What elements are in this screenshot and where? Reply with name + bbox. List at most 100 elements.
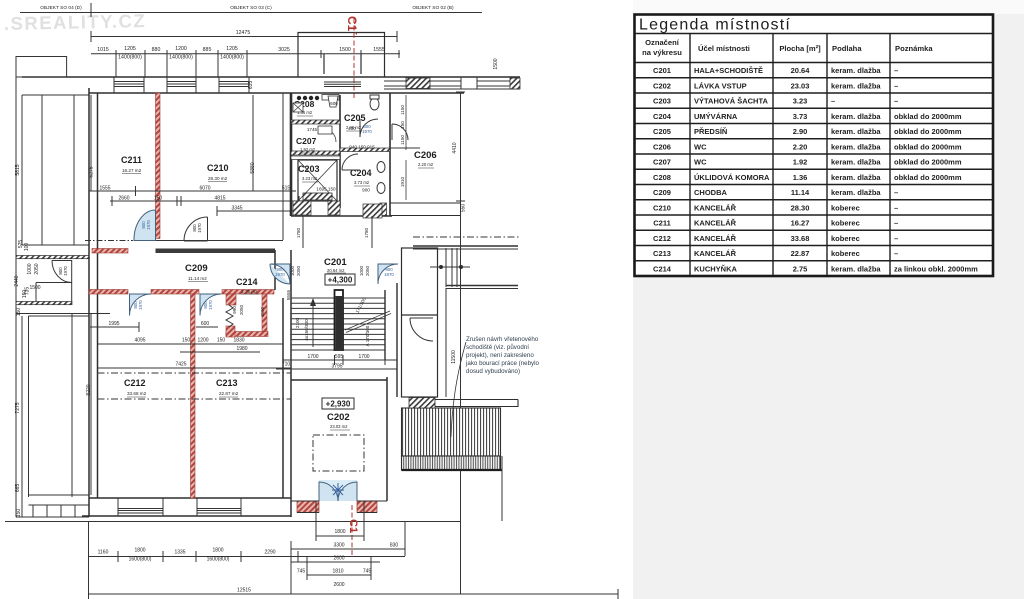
svg-text:keram. dlažba: keram. dlažba bbox=[831, 127, 881, 136]
svg-text:745: 745 bbox=[297, 569, 306, 575]
svg-text:C211: C211 bbox=[653, 219, 671, 228]
svg-text:600: 600 bbox=[201, 321, 210, 327]
svg-text:800: 800 bbox=[58, 267, 63, 275]
svg-text:595: 595 bbox=[335, 354, 344, 360]
svg-text:C205: C205 bbox=[344, 113, 366, 123]
svg-text:na výkresu: na výkresu bbox=[642, 48, 682, 57]
svg-text:2050: 2050 bbox=[239, 304, 244, 315]
svg-text:C202: C202 bbox=[327, 412, 350, 423]
svg-text:C206: C206 bbox=[414, 150, 437, 161]
svg-text:28.30: 28.30 bbox=[791, 203, 810, 212]
svg-text:OBJEKT SO 02 (B): OBJEKT SO 02 (B) bbox=[412, 5, 454, 11]
svg-text:900: 900 bbox=[276, 267, 284, 272]
svg-text:900: 900 bbox=[362, 188, 370, 193]
svg-text:za linkou obkl. 2000mm: za linkou obkl. 2000mm bbox=[894, 264, 978, 273]
svg-text:1400(800): 1400(800) bbox=[220, 55, 244, 61]
svg-text:11.14: 11.14 bbox=[791, 188, 810, 197]
svg-text:WC: WC bbox=[694, 158, 707, 167]
svg-text:2660: 2660 bbox=[118, 196, 129, 202]
svg-text:C207: C207 bbox=[653, 158, 671, 167]
svg-text:obklad do 2000mm: obklad do 2000mm bbox=[894, 127, 962, 136]
svg-text:20.64 m2: 20.64 m2 bbox=[327, 268, 345, 273]
svg-text:C203: C203 bbox=[298, 164, 320, 174]
svg-text:C205: C205 bbox=[653, 127, 671, 136]
svg-text:1780: 1780 bbox=[296, 227, 301, 238]
svg-text:550: 550 bbox=[461, 204, 467, 213]
svg-text:1500: 1500 bbox=[493, 58, 499, 69]
svg-text:800: 800 bbox=[203, 301, 208, 309]
svg-text:koberec: koberec bbox=[831, 234, 860, 243]
svg-text:–: – bbox=[894, 97, 898, 106]
svg-text:.SREALITY.CZ: .SREALITY.CZ bbox=[4, 10, 147, 34]
svg-text:3.73 m2: 3.73 m2 bbox=[354, 180, 370, 185]
svg-text:6070: 6070 bbox=[199, 186, 210, 192]
svg-text:5815: 5815 bbox=[15, 164, 21, 175]
svg-text:obklad do 2000mm: obklad do 2000mm bbox=[894, 112, 962, 121]
svg-text:2600: 2600 bbox=[333, 556, 344, 562]
svg-text:C201: C201 bbox=[653, 66, 671, 75]
svg-text:22.87: 22.87 bbox=[791, 249, 810, 258]
svg-text:2290: 2290 bbox=[264, 550, 275, 556]
svg-text:obklad do 2000mm: obklad do 2000mm bbox=[894, 173, 962, 182]
svg-text:C214: C214 bbox=[236, 277, 258, 287]
svg-text:C204: C204 bbox=[350, 168, 372, 178]
svg-text:C211: C211 bbox=[121, 155, 142, 165]
svg-text:600: 600 bbox=[330, 101, 338, 106]
svg-text:keram. dlažba: keram. dlažba bbox=[831, 66, 881, 75]
svg-text:2.75: 2.75 bbox=[793, 264, 808, 273]
svg-text:KUCHYŇKA: KUCHYŇKA bbox=[694, 264, 738, 273]
svg-text:1205: 1205 bbox=[226, 46, 238, 52]
svg-text:4x150/300: 4x150/300 bbox=[304, 319, 309, 341]
svg-text:1970: 1970 bbox=[384, 272, 394, 277]
svg-text:keram. dlažba: keram. dlažba bbox=[831, 188, 881, 197]
svg-text:4095: 4095 bbox=[134, 338, 145, 344]
svg-text:1980: 1980 bbox=[236, 346, 247, 352]
svg-text:1200: 1200 bbox=[197, 338, 208, 344]
svg-text:obklad do 2000mm: obklad do 2000mm bbox=[894, 142, 962, 151]
svg-text:C202: C202 bbox=[653, 81, 671, 90]
svg-text:23.03 m2: 23.03 m2 bbox=[330, 424, 348, 429]
svg-text:C212: C212 bbox=[653, 234, 671, 243]
svg-text:4815: 4815 bbox=[214, 196, 225, 202]
svg-text:C209: C209 bbox=[653, 188, 671, 197]
svg-text:keram. dlažba: keram. dlažba bbox=[831, 158, 881, 167]
svg-text:koberec: koberec bbox=[831, 219, 860, 228]
svg-text:3795: 3795 bbox=[331, 364, 342, 370]
svg-text:projekt), není zakresleno: projekt), není zakresleno bbox=[466, 352, 534, 359]
svg-text:4410: 4410 bbox=[452, 142, 458, 153]
svg-text:keram. dlažba: keram. dlažba bbox=[831, 112, 881, 121]
svg-text:1600(800): 1600(800) bbox=[207, 557, 230, 563]
svg-text:–: – bbox=[894, 203, 898, 212]
svg-text:1500: 1500 bbox=[29, 285, 40, 291]
svg-text:1400(800): 1400(800) bbox=[169, 55, 193, 61]
svg-text:1205: 1205 bbox=[124, 46, 136, 52]
svg-text:2600: 2600 bbox=[333, 582, 344, 588]
svg-text:2100: 2100 bbox=[295, 317, 300, 328]
svg-text:–: – bbox=[831, 97, 835, 106]
svg-text:–: – bbox=[894, 188, 898, 197]
svg-text:Účel místnosti: Účel místnosti bbox=[698, 44, 750, 53]
svg-text:1695 150: 1695 150 bbox=[316, 187, 336, 192]
svg-text:1015: 1015 bbox=[97, 47, 109, 53]
svg-text:1555: 1555 bbox=[373, 47, 385, 53]
svg-text:–: – bbox=[894, 66, 898, 75]
svg-text:11.14 m2: 11.14 m2 bbox=[188, 276, 207, 281]
svg-text:1970: 1970 bbox=[362, 129, 372, 134]
svg-text:745: 745 bbox=[363, 569, 372, 575]
svg-text:2440: 2440 bbox=[14, 275, 20, 286]
svg-text:33.68 m2: 33.68 m2 bbox=[127, 391, 147, 396]
svg-text:1970: 1970 bbox=[138, 300, 143, 310]
svg-text:28.30 m2: 28.30 m2 bbox=[208, 176, 228, 181]
svg-text:jako bourací práce (nebylo: jako bourací práce (nebylo bbox=[465, 360, 539, 367]
svg-text:3025: 3025 bbox=[278, 47, 290, 53]
svg-text:C203: C203 bbox=[653, 97, 671, 106]
svg-text:800: 800 bbox=[363, 124, 371, 129]
svg-text:830: 830 bbox=[390, 543, 399, 549]
svg-text:–: – bbox=[894, 234, 898, 243]
svg-text:C213: C213 bbox=[653, 249, 671, 258]
svg-text:1400(800): 1400(800) bbox=[118, 55, 142, 61]
svg-text:880: 880 bbox=[152, 47, 161, 53]
svg-text:1810: 1810 bbox=[332, 569, 343, 575]
svg-text:Poznámka: Poznámka bbox=[895, 44, 933, 53]
svg-text:–: – bbox=[894, 249, 898, 258]
